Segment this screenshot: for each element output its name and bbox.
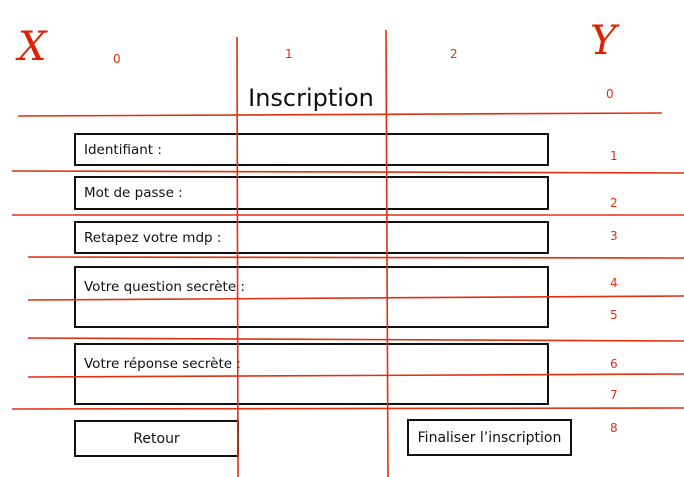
secret-answer-field[interactable]: Votre réponse secrète : [74, 343, 549, 405]
row-divider-line [17, 112, 663, 117]
row-divider-line [11, 170, 684, 174]
row-divider-line [27, 337, 684, 342]
back-button[interactable]: Retour [74, 420, 239, 457]
row-number: 4 [610, 276, 618, 290]
row-divider-line [27, 256, 684, 259]
confirm-password-field[interactable]: Retapez votre mdp : [74, 221, 549, 254]
row-number: 0 [606, 87, 614, 101]
column-number: 0 [113, 52, 121, 66]
x-axis-label: X [18, 24, 47, 70]
row-number: 2 [610, 196, 618, 210]
row-number: 5 [610, 308, 618, 322]
secret-answer-label: Votre réponse secrète : [84, 356, 241, 372]
row-divider-line [11, 407, 684, 410]
row-number: 1 [610, 149, 618, 163]
page-title: Inscription [248, 84, 374, 112]
username-label: Identifiant : [84, 142, 162, 158]
row-number: 8 [610, 421, 618, 435]
row-number: 3 [610, 229, 618, 243]
row-number: 6 [610, 357, 618, 371]
row-number: 7 [610, 388, 618, 402]
column-number: 2 [450, 47, 458, 61]
confirm-password-label: Retapez votre mdp : [84, 230, 222, 246]
secret-question-label: Votre question secrète : [84, 279, 245, 295]
password-field[interactable]: Mot de passe : [74, 176, 549, 210]
password-label: Mot de passe : [84, 185, 183, 201]
column-number: 1 [285, 47, 293, 61]
finalize-signup-button[interactable]: Finaliser l’inscription [407, 419, 572, 456]
username-field[interactable]: Identifiant : [74, 133, 549, 166]
secret-question-field[interactable]: Votre question secrète : [74, 266, 549, 328]
y-axis-label: Y [590, 18, 617, 64]
